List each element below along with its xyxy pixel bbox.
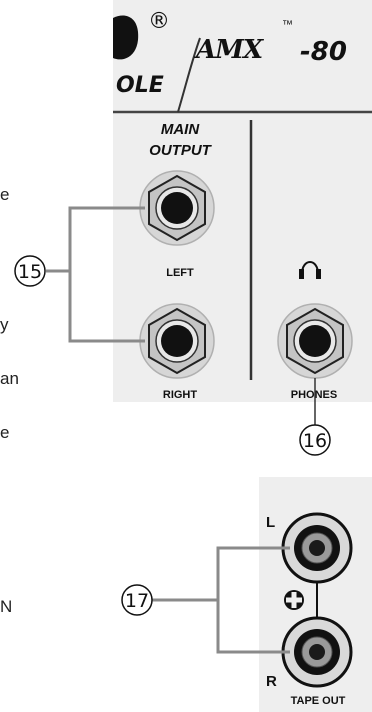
callout-17-number: 17 [125,590,149,612]
phones-jack-hole [299,325,331,357]
left-jack-hole [161,192,193,224]
margin-fragment-4: e [0,423,9,442]
margin-fragment-3: an [0,369,19,388]
trademark-mark: ™ [282,19,293,31]
callout-15-number: 15 [18,261,42,283]
plus-icon [284,590,304,610]
main-output-title-line2: OUTPUT [149,142,213,159]
model-suffix: -80 [300,37,347,67]
tape-out-panel: L R TAPE OUT [259,477,372,712]
main-output-section: MAIN OUTPUT LEFT RIGHT [139,121,215,401]
rca-r-pin [309,644,325,660]
headphones-icon [299,261,321,279]
rca-l-pin [309,540,325,556]
tape-out-label: TAPE OUT [291,695,346,707]
callout-17-circle [121,584,153,616]
margin-fragment-2: y [0,315,9,334]
callout-16-circle [299,424,331,456]
left-label: LEFT [166,267,194,279]
phones-jack [277,303,353,379]
callout-15-circle [14,255,46,287]
left-output-jack [139,170,215,246]
margin-fragment-5: N [0,597,12,616]
callout-15-bracket [68,206,145,343]
logo-swoosh [177,37,201,113]
callout-17-group: 17 [121,546,290,654]
header-logo: ® OLE AMX ™ -80 [113,9,347,98]
tape-out-r-label: R [266,673,277,690]
model-script: AMX [193,35,265,65]
brand-logo-mark [113,15,139,60]
right-jack-hole [161,325,193,357]
callout-16-number: 16 [303,430,327,452]
phones-label: PHONES [291,389,337,401]
registered-mark: ® [148,9,170,34]
callout-15-group: 15 [14,206,145,343]
tape-out-l-jack [281,512,353,584]
margin-text: e y an e N [0,185,19,616]
main-output-title-line1: MAIN [161,121,200,138]
right-label: RIGHT [163,389,198,401]
tape-out-r-jack [281,616,353,688]
callout-16-group: 16 [299,378,331,456]
brand-fragment: OLE [116,73,164,98]
tape-out-l-label: L [266,514,275,531]
right-output-jack [139,303,215,379]
margin-fragment-1: e [0,185,9,204]
